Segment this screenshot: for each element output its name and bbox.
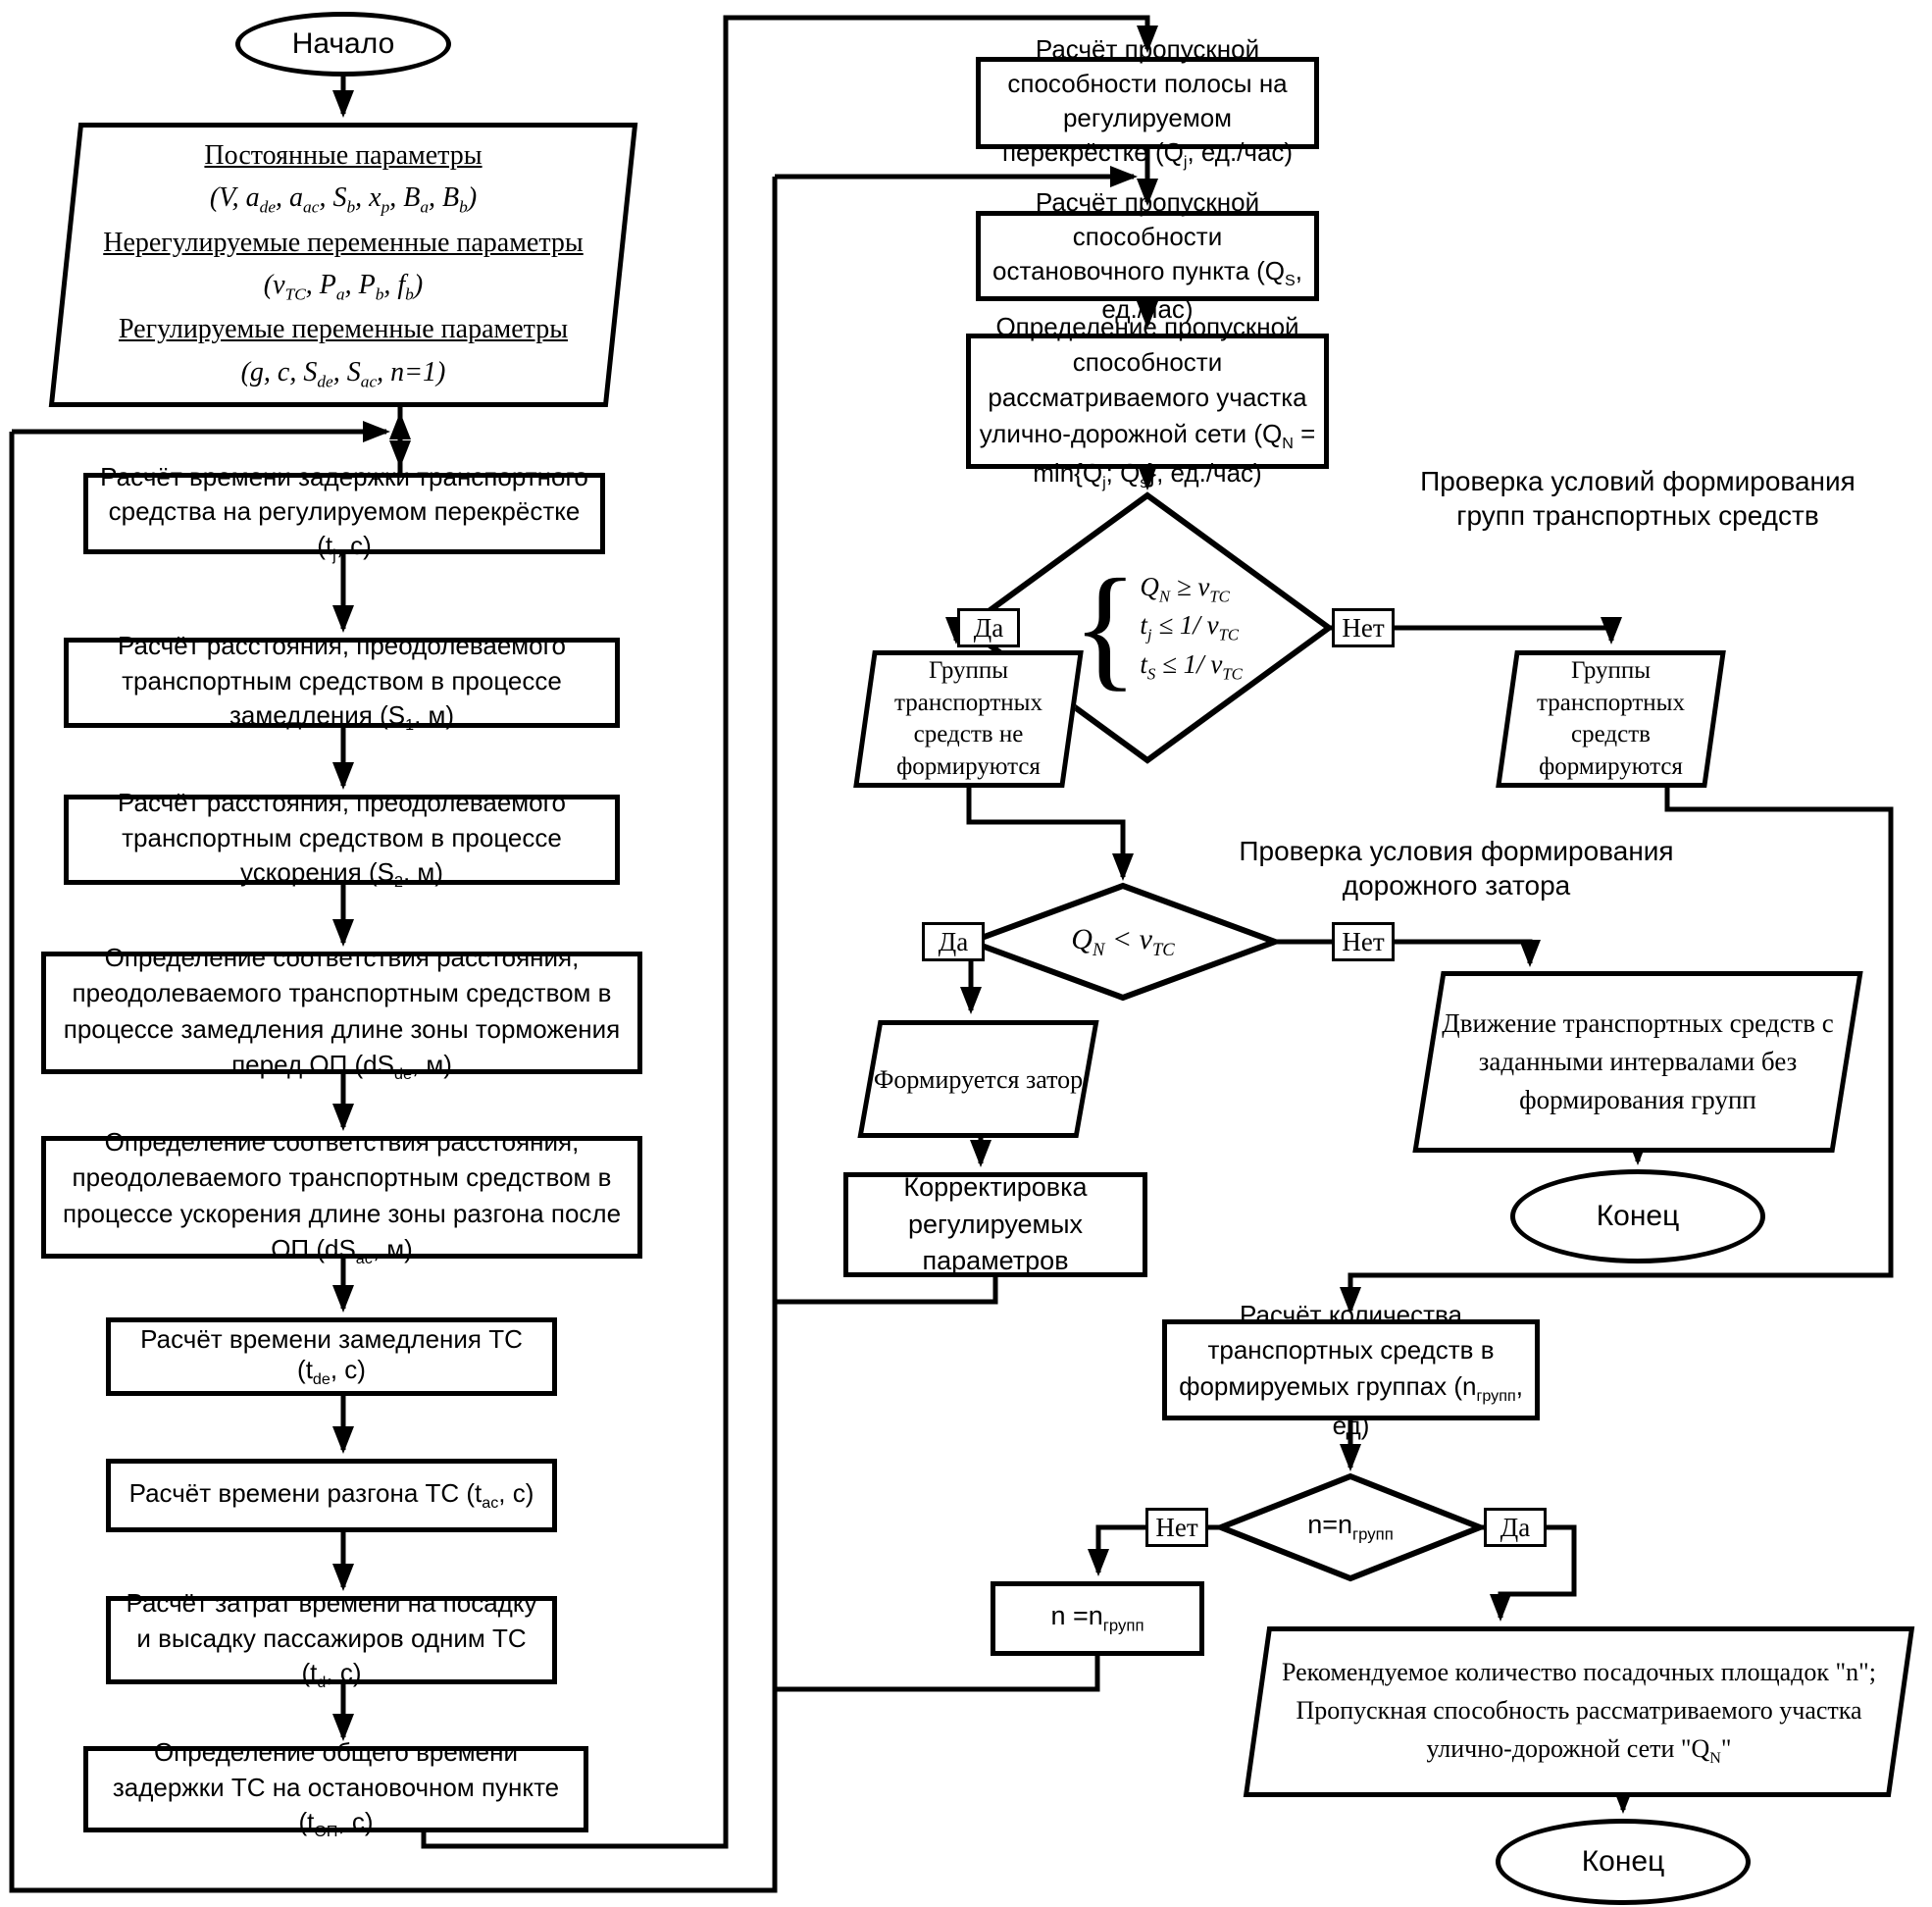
end-ellipse-2: Конец [1496, 1819, 1751, 1905]
label-no-1-text: Нет [1342, 612, 1385, 643]
label-yes-1: Да [957, 608, 1020, 647]
step-box-delay-tj: Расчёт времени задержки транспортного ср… [83, 462, 605, 564]
brace-glyph: { [1072, 551, 1139, 703]
par-movement-no-groups: Движение транспортных средств с заданным… [1412, 971, 1863, 1153]
step-box-time-tde: Расчёт времени замедления ТС (tde, с) [106, 1317, 557, 1396]
connector-formed-to-count [1340, 788, 1894, 1314]
input-line-regulated: Регулируемые переменные параметры [118, 314, 569, 345]
box-group-count: Расчёт количества транспортных средств в… [1162, 1300, 1540, 1440]
step-label-total-top: Определение общего времени задержки ТС н… [112, 1737, 560, 1840]
step-box-match-dsde: Определение соответствия расстояния, пре… [41, 943, 642, 1083]
label-no-2-text: Нет [1342, 926, 1385, 956]
par-groups-formed-label: Группы транспортных средств формируются [1537, 657, 1685, 780]
par-movement-label: Движение транспортных средств с заданным… [1442, 1007, 1834, 1115]
decision-n-condition-label: n=nгрупп [1307, 1510, 1394, 1544]
decision-jam-condition-label: QN < vТС [1071, 922, 1175, 960]
step-label-match-dsac: Определение соответствия расстояния, пре… [62, 1127, 622, 1268]
note-groups-check-label: Проверка условий формирования групп тран… [1420, 466, 1856, 531]
box-capacity-qj: Расчёт пропускной способности полосы на … [976, 34, 1319, 171]
decision-n-condition: n=nгрупп [1252, 1503, 1449, 1552]
input-line-constant-vars: (V, ade, aac, Sb, xp, Ba, Bb) [209, 182, 478, 217]
input-line-constant: Постоянные параметры [204, 139, 483, 171]
label-capacity-qs: Расчёт пропускной способности остановочн… [992, 186, 1302, 325]
step-box-distance-s2: Расчёт расстояния, преодолеваемого транс… [64, 788, 620, 891]
step-box-total-top: Определение общего времени задержки ТС н… [83, 1737, 588, 1840]
box-correction: Корректировка регулируемых параметров [843, 1172, 1147, 1277]
decision-jam-diamond [962, 882, 1284, 1002]
step-box-boarding-td: Расчёт затрат времени на посадку и высад… [106, 1588, 557, 1691]
label-yes-1-text: Да [973, 612, 1004, 643]
condition-tj: tj ≤ 1/ vТС [1140, 610, 1240, 644]
par-recommendation: Рекомендуемое количество посадочных площ… [1243, 1626, 1915, 1797]
condition-ts: tS ≤ 1/ vТС [1140, 648, 1243, 684]
box-correction-label: Корректировка регулируемых параметров [903, 1171, 1088, 1276]
step-label-delay-tj: Расчёт времени задержки транспортного ср… [100, 461, 588, 565]
connector-top-to-qj [421, 15, 1158, 1849]
par-jam-formed: Формируется затор [857, 1020, 1099, 1138]
condition-qn: QN ≥ vТС [1140, 571, 1230, 606]
note-jam-check: Проверка условия формирования дорожного … [1201, 829, 1711, 907]
step-box-distance-s1: Расчёт расстояния, преодолеваемого транс… [64, 631, 620, 734]
step-label-distance-s2: Расчёт расстояния, преодолеваемого транс… [118, 788, 566, 891]
note-jam-check-label: Проверка условия формирования дорожного … [1239, 836, 1674, 901]
decision-n-diamond [1212, 1472, 1489, 1582]
note-groups-check: Проверка условий формирования групп тран… [1407, 443, 1868, 553]
decision-jam-condition: QN < vТС [1015, 917, 1231, 966]
par-groups-formed: Группы транспортных средств формируются [1496, 650, 1726, 788]
label-yes-3-text: Да [1500, 1512, 1531, 1542]
box-n-assign: n =nгрупп [991, 1581, 1204, 1656]
step-label-distance-s1: Расчёт расстояния, преодолеваемого транс… [118, 631, 566, 734]
end-ellipse-2-label: Конец [1581, 1845, 1665, 1878]
label-capacity-qn: Определение пропускной способности рассм… [979, 311, 1316, 491]
start-label: Начало [291, 27, 395, 60]
box-group-count-label: Расчёт количества транспортных средств в… [1179, 1300, 1523, 1440]
end-ellipse-1: Конец [1510, 1169, 1765, 1263]
label-yes-2: Да [922, 922, 985, 961]
step-label-match-dsde: Определение соответствия расстояния, пре… [63, 943, 621, 1084]
end-ellipse-1-label: Конец [1596, 1200, 1680, 1232]
step-label-boarding-td: Расчёт затрат времени на посадку и высад… [126, 1588, 537, 1691]
label-no-3: Нет [1145, 1508, 1208, 1547]
par-groups-not-formed: Группы транспортных средств не формируют… [853, 650, 1084, 788]
par-recommendation-line1: Рекомендуемое количество посадочных площ… [1282, 1657, 1876, 1686]
input-parallelogram: Постоянные параметры (V, ade, aac, Sb, x… [48, 123, 638, 407]
label-no-1: Нет [1332, 608, 1395, 647]
step-label-time-tac: Расчёт времени разгона ТС (tac, с) [128, 1477, 534, 1513]
label-yes-3: Да [1484, 1508, 1547, 1547]
start-ellipse: Начало [235, 12, 451, 77]
decision-groups-conditions: { QN ≥ vТС tj ≤ 1/ vТС tS ≤ 1/ vТС [1020, 530, 1295, 726]
label-capacity-qj: Расчёт пропускной способности полосы на … [1001, 33, 1294, 172]
par-jam-formed-label: Формируется затор [873, 1064, 1084, 1094]
label-no-3-text: Нет [1155, 1512, 1198, 1542]
connector-n-feedback [775, 1656, 1100, 1692]
input-line-unregulated: Нерегулируемые переменные параметры [103, 227, 584, 258]
connector-feedback-bus [9, 177, 778, 1893]
input-line-regulated-vars: (g, c, Sde, Sac, n=1) [240, 356, 446, 391]
par-groups-not-formed-label: Группы транспортных средств не формируют… [894, 657, 1042, 780]
box-capacity-qn: Определение пропускной способности рассм… [966, 312, 1329, 491]
step-label-time-tde: Расчёт времени замедления ТС (tde, с) [140, 1323, 523, 1389]
par-recommendation-line2: Пропускная способность рассматриваемого … [1296, 1695, 1862, 1767]
box-capacity-qs: Расчёт пропускной способности остановочн… [976, 187, 1319, 324]
label-no-2: Нет [1332, 922, 1395, 961]
box-n-assign-label: n =nгрупп [1050, 1601, 1144, 1635]
input-line-unregulated-vars: (vТС, Pa, Pb, fb) [263, 269, 424, 304]
connector-correction-feedback [775, 1277, 998, 1305]
step-box-time-tac: Расчёт времени разгона ТС (tac, с) [106, 1459, 557, 1532]
label-yes-2-text: Да [938, 926, 969, 956]
step-box-match-dsac: Определение соответствия расстояния, пре… [41, 1127, 642, 1267]
